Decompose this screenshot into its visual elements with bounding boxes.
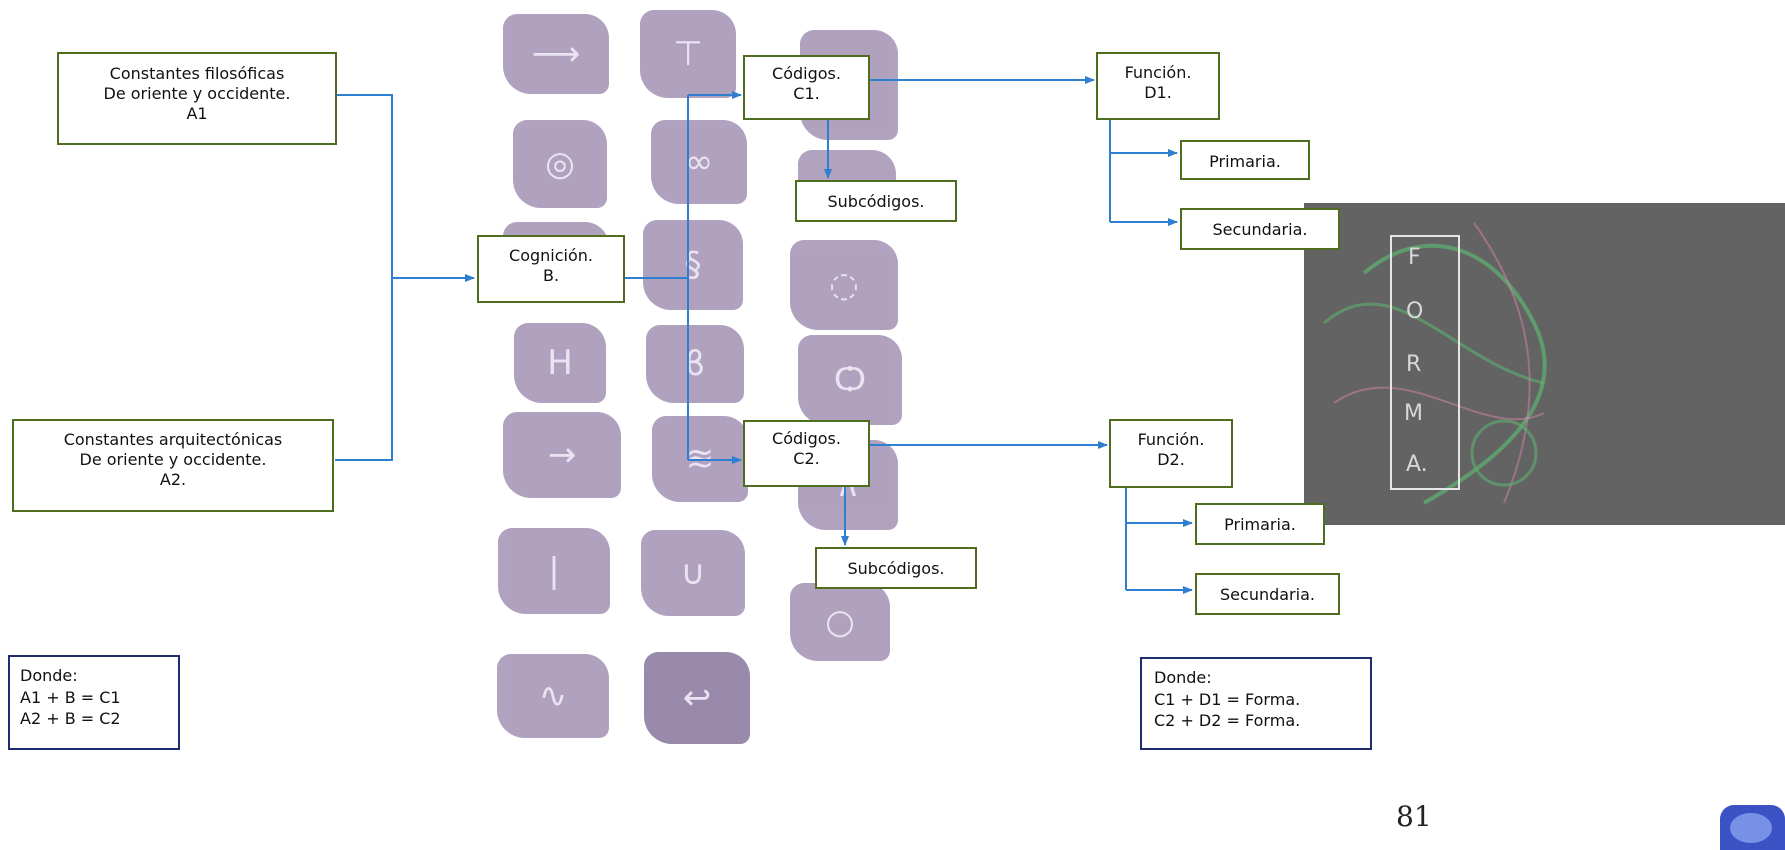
a1-line3: A1	[186, 104, 208, 123]
c2-line1: Códigos.	[772, 429, 841, 448]
forma-letter: R	[1406, 352, 1422, 377]
d1-line1: Función.	[1124, 63, 1192, 82]
right-note-line: C2 + D2 = Forma.	[1154, 711, 1301, 731]
subcodigos-2-box: Subcódigos.	[815, 547, 977, 589]
primaria-1-label: Primaria.	[1209, 152, 1281, 171]
forma-letter: A.	[1406, 452, 1428, 477]
spiral-square-icon: ◎	[513, 120, 607, 208]
primaria-1-box: Primaria.	[1180, 140, 1310, 180]
circle-icon: ○	[790, 583, 890, 661]
left-note-line: A1 + B = C1	[20, 687, 121, 707]
h-bar-icon: H	[514, 323, 606, 403]
d2-box: Función. D2.	[1109, 419, 1233, 488]
c1-line2: C1.	[793, 84, 820, 103]
a1-line1: Constantes filosóficas	[109, 64, 285, 83]
forma-decoration	[1323, 222, 1547, 505]
primaria-2-label: Primaria.	[1224, 515, 1296, 534]
d1-box: Función. D1.	[1096, 52, 1220, 120]
secundaria-1-box: Secundaria.	[1180, 208, 1340, 250]
subcodigos-2-label: Subcódigos.	[847, 559, 945, 578]
c2-box: Códigos. C2.	[743, 420, 870, 487]
u-curve-icon: ∪	[641, 530, 745, 616]
t-bar-icon: ⊤	[640, 10, 736, 98]
secundaria-2-box: Secundaria.	[1195, 573, 1340, 615]
left-note-line: A2 + B = C2	[20, 709, 121, 729]
double-circle-icon: Ѻ	[798, 335, 902, 425]
c2-line2: C2.	[793, 449, 820, 468]
b-box: Cognición. B.	[477, 235, 625, 303]
right-note-line: C1 + D1 = Forma.	[1154, 689, 1301, 709]
circle-icon: ◌	[790, 240, 898, 330]
forma-image	[1304, 203, 1785, 525]
d2-line1: Función.	[1137, 430, 1205, 449]
forma-letter: M	[1404, 401, 1423, 426]
right-note-line: Donde:	[1154, 668, 1212, 687]
right-note: Donde: C1 + D1 = Forma. C2 + D2 = Forma.	[1140, 657, 1372, 750]
vertical-line-icon: |	[498, 528, 610, 614]
forma-letter: O	[1406, 299, 1424, 324]
left-note-line: Donde:	[20, 666, 78, 685]
d2-line2: D2.	[1157, 450, 1185, 469]
a2-line3: A2.	[159, 470, 187, 489]
a2-line2: De oriente y occidente.	[79, 450, 267, 469]
left-note: Donde: A1 + B = C1 A2 + B = C2	[8, 655, 180, 750]
loop-icon: ∞	[651, 120, 747, 204]
sine-icon: ∿	[497, 654, 609, 738]
a2-box: Constantes arquitectónicas De oriente y …	[12, 419, 334, 512]
return-arrow-icon: ↩	[644, 652, 750, 744]
arrow-right-icon: →	[503, 412, 621, 498]
primaria-2-box: Primaria.	[1195, 503, 1325, 545]
page-number: 81	[1396, 800, 1432, 833]
secundaria-1-label: Secundaria.	[1212, 220, 1308, 239]
forma-frame	[1390, 235, 1460, 490]
a1-line2: De oriente y occidente.	[103, 84, 291, 103]
c1-line1: Códigos.	[772, 64, 841, 83]
a2-line1: Constantes arquitectónicas	[63, 430, 283, 449]
b-line2: B.	[542, 266, 560, 285]
subcodigos-1-box: Subcódigos.	[795, 180, 957, 222]
b-line1: Cognición.	[509, 246, 593, 265]
arrow-split-icon: ⟶	[503, 14, 609, 94]
c1-box: Códigos. C1.	[743, 55, 870, 120]
forma-letter: F	[1408, 245, 1421, 270]
spiral-icon: ϐ	[646, 325, 744, 403]
d1-line2: D1.	[1144, 83, 1172, 102]
logo-icon[interactable]	[1720, 805, 1785, 850]
a1-box: Constantes filosóficas De oriente y occi…	[57, 52, 337, 145]
subcodigos-1-label: Subcódigos.	[827, 192, 925, 211]
secundaria-2-label: Secundaria.	[1220, 585, 1315, 604]
